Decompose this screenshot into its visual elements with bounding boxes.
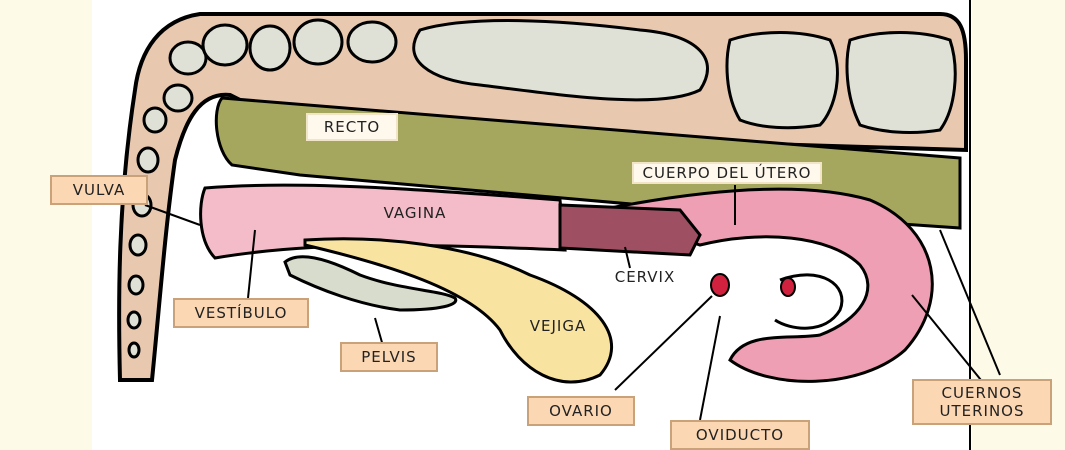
label-recto: RECTO	[306, 113, 398, 141]
label-vulva: VULVA	[50, 175, 148, 205]
ovary-right	[781, 278, 795, 296]
label-ovario: OVARIO	[527, 396, 635, 426]
label-cuerpo-del-utero: CUERPO DEL ÚTERO	[632, 162, 822, 184]
label-pelvis: PELVIS	[340, 342, 438, 372]
label-oviducto: OVIDUCTO	[670, 420, 810, 450]
label-vejiga: VEJIGA	[510, 313, 606, 339]
label-vagina: VAGINA	[365, 200, 465, 226]
label-cuernos-uterinos: CUERNOS UTERINOS	[912, 379, 1052, 425]
label-vestibulo: VESTÍBULO	[173, 298, 309, 328]
cervix	[560, 205, 700, 255]
left-margin	[0, 0, 92, 450]
ovary-left	[711, 274, 729, 296]
label-cervix: CERVIX	[596, 264, 694, 290]
